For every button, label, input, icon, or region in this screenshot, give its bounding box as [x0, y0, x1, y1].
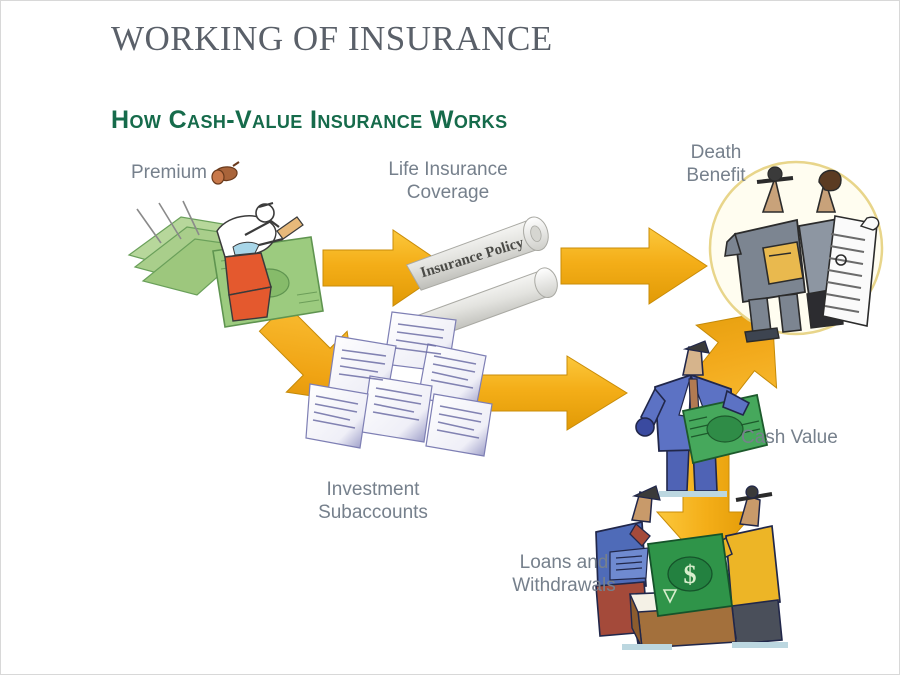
- label-loans-and-withdrawals: Loans and Withdrawals: [512, 552, 616, 597]
- diagram-heading: How Cash-Value Insurance Works: [111, 106, 508, 134]
- horn-icon: [211, 161, 240, 185]
- label-investment-subaccounts: Investment Subaccounts: [318, 479, 428, 524]
- insurance-diagram: How Cash-Value Insurance Works: [91, 96, 884, 656]
- cash-value-artwork: [635, 340, 769, 497]
- death-benefit-artwork: [708, 160, 884, 343]
- insurance-policy-artwork: Insurance Policy: [405, 216, 558, 341]
- arrow-coverage-to-death-benefit: [560, 227, 708, 305]
- label-death-benefit: Death Benefit: [686, 142, 746, 187]
- premium-artwork: [127, 200, 324, 328]
- label-cash-value: Cash Value: [741, 427, 838, 448]
- investment-subaccounts-artwork: [305, 311, 493, 457]
- label-premium: Premium: [130, 162, 207, 183]
- loans-withdrawals-artwork: $: [595, 485, 788, 650]
- svg-text:$: $: [684, 560, 697, 589]
- label-life-insurance-coverage: Life Insurance Coverage: [388, 159, 508, 204]
- page-title: WORKING OF INSURANCE: [111, 19, 553, 58]
